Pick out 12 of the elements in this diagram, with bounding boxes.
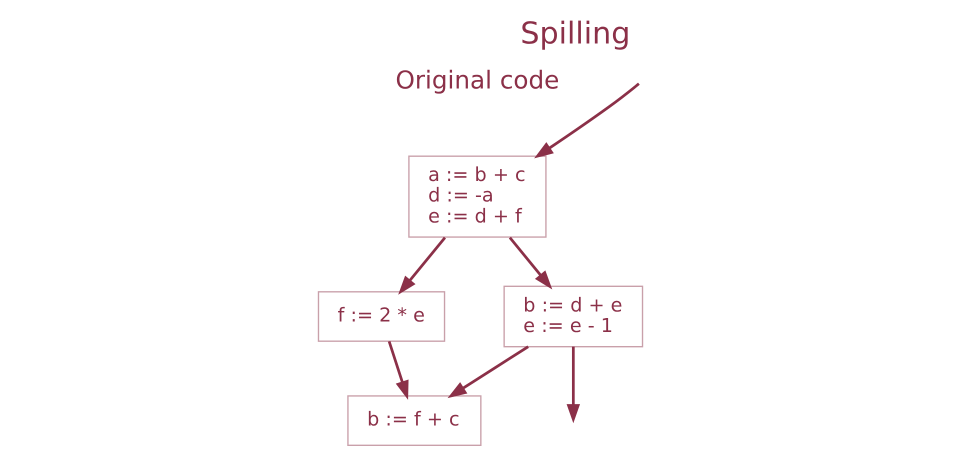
arrow [398,236,446,295]
label: Original code [395,65,559,94]
node-box: b := f + c [346,395,482,446]
diagram-title: Spilling [520,16,630,52]
node-box: f := 2 * e [317,291,445,342]
node-box: a := b + c d := -a e := d + f [408,156,546,238]
arrow [447,346,528,398]
node-box: b := d + e e := e - 1 [502,286,643,348]
arrow [566,346,580,424]
arrow [387,340,408,400]
arrow [508,236,552,290]
arrow [534,82,640,158]
